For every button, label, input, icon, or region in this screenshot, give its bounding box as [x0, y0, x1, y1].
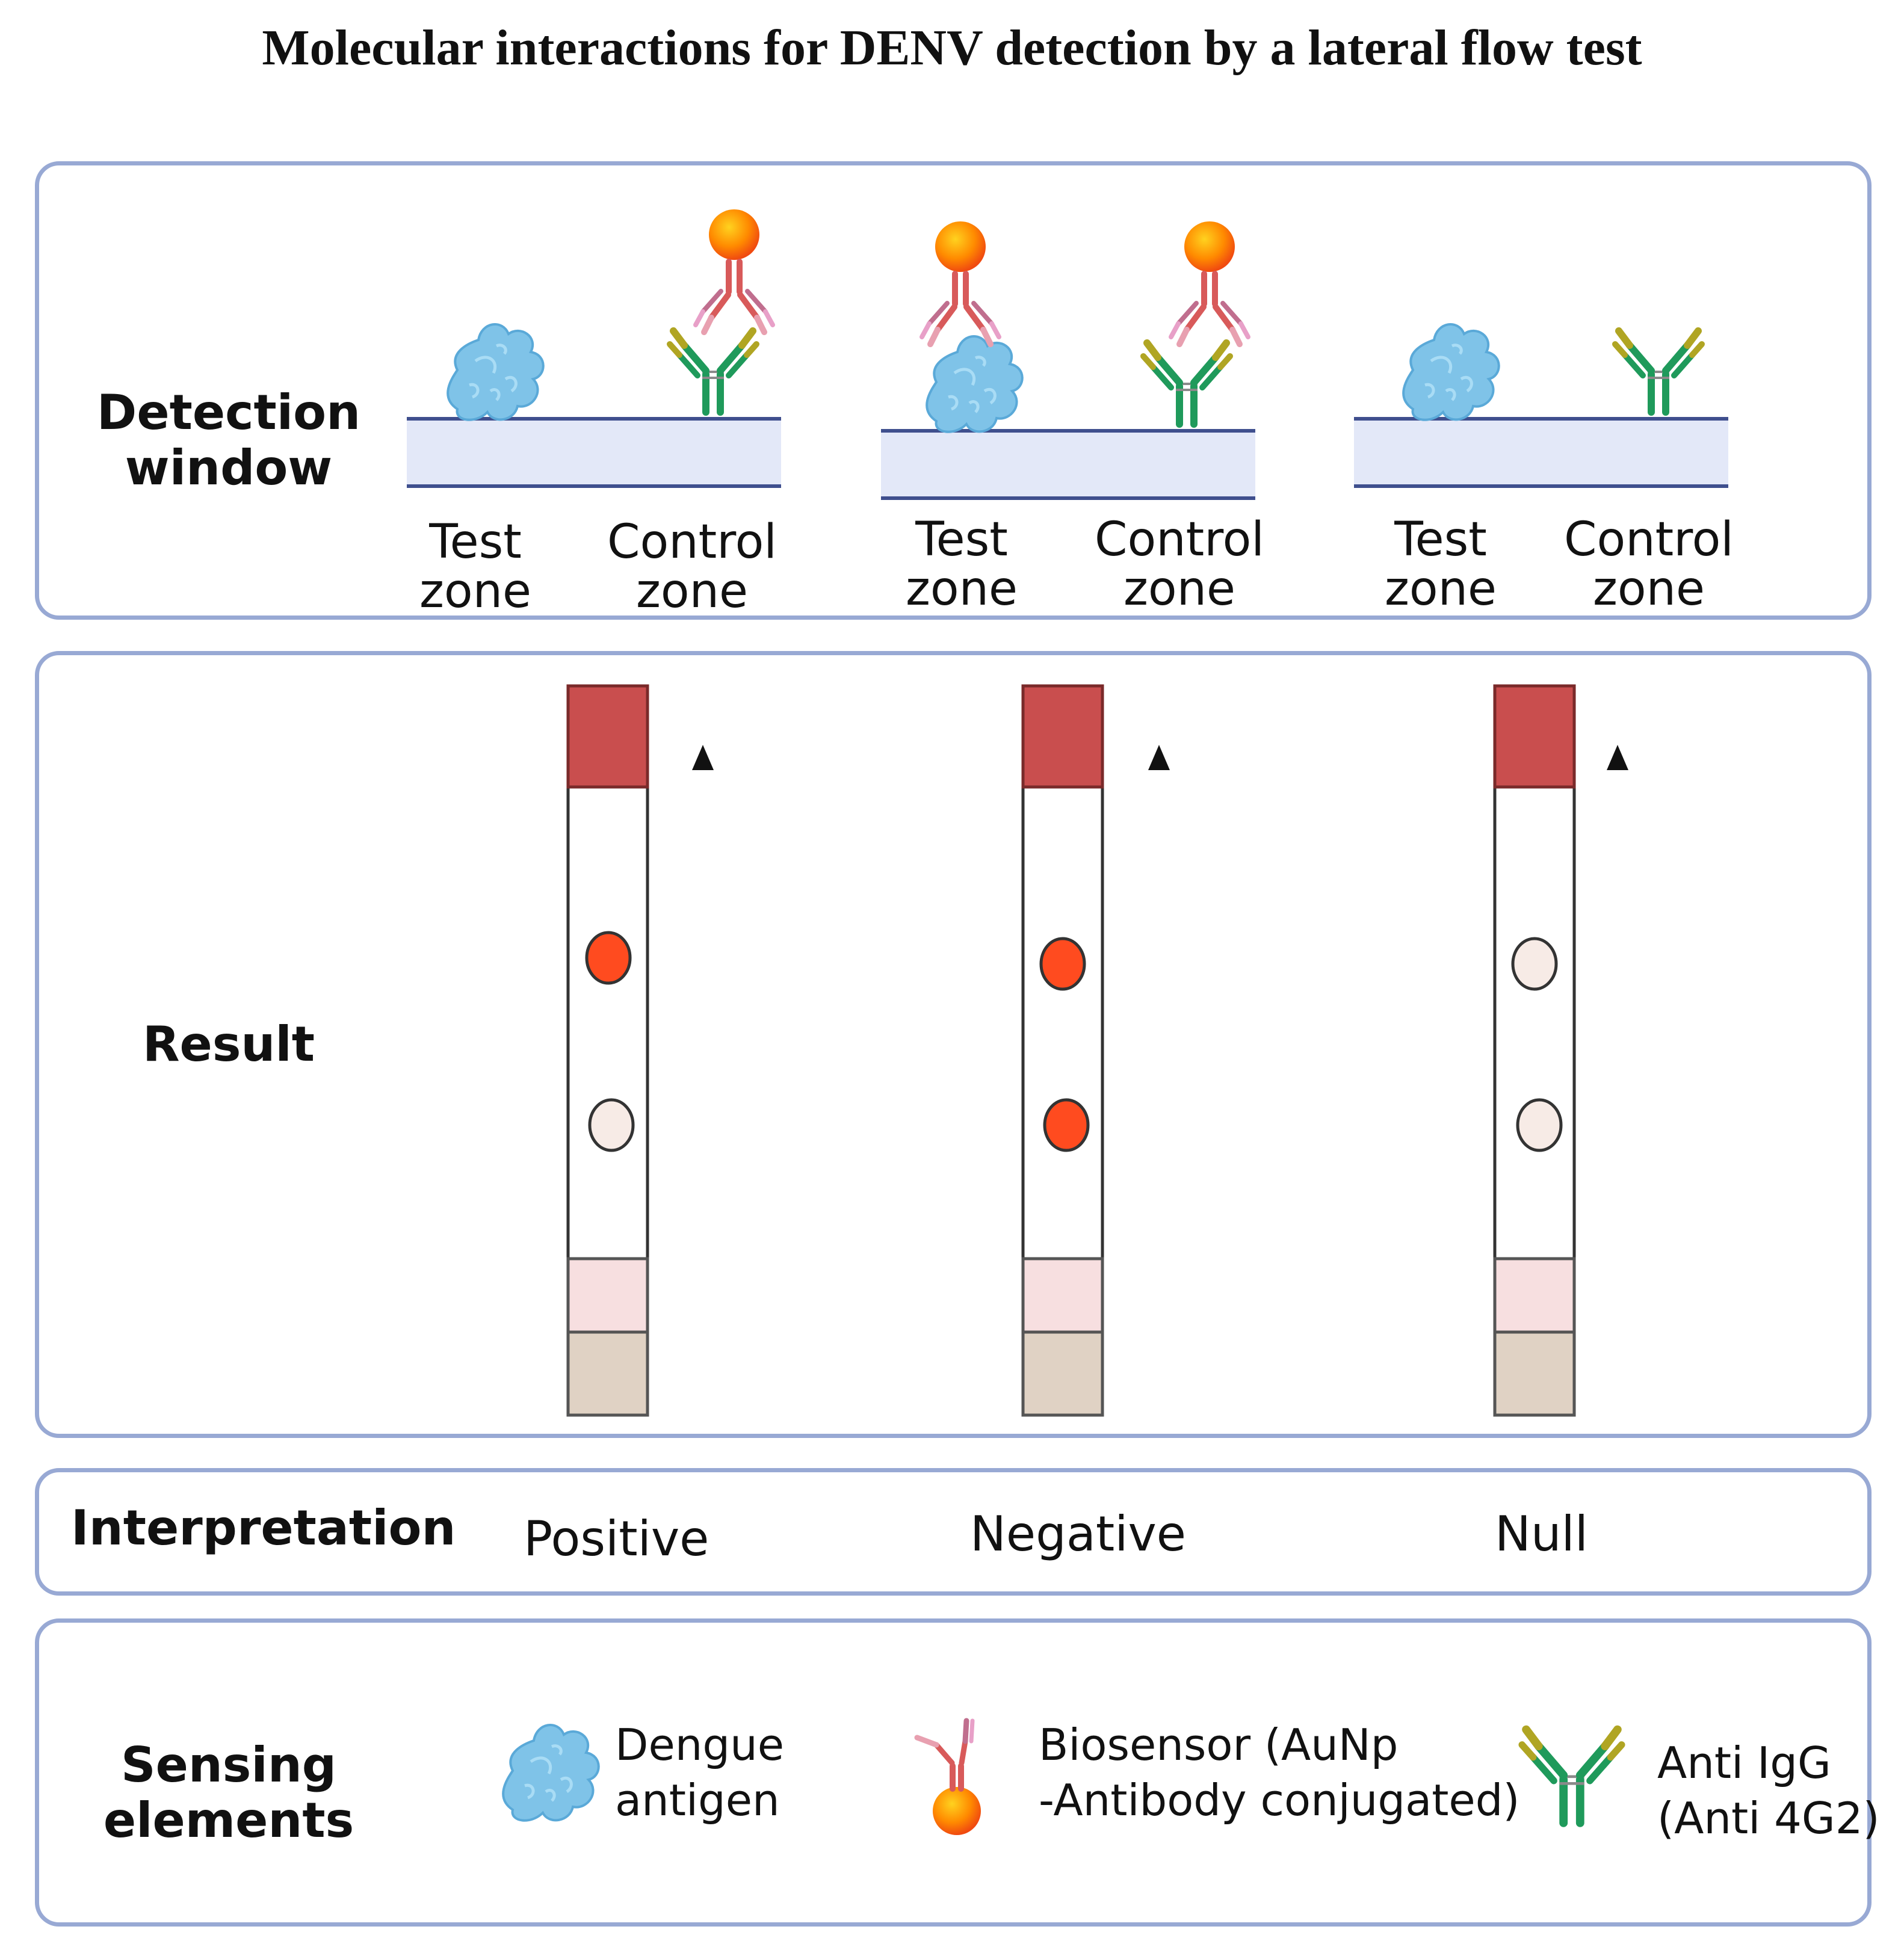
legend-biosensor-text: Biosensor (AuNp -Antibody conjugated) [1039, 1720, 1520, 1825]
panel-2-test-zone-label: Test zone [905, 513, 1018, 616]
interpretation-panel [35, 1468, 1872, 1596]
interpretation-negative: Negative [970, 1506, 1187, 1562]
sensing-elements-label: Sensing elements [103, 1737, 354, 1848]
strip-null-upper-dot [1511, 937, 1558, 991]
membrane-panel-1 [407, 417, 781, 488]
figure-title: Molecular interactions for DENV detectio… [262, 20, 1642, 76]
p3-test-antigen-icon [1403, 324, 1499, 420]
p1-test-antigen-icon [448, 324, 543, 420]
p2-test-antigen-icon [927, 336, 1022, 432]
strip-null [1493, 684, 1628, 1417]
legend-anti-igg-text: Anti IgG (Anti 4G2) [1657, 1738, 1880, 1843]
membrane-panel-2 [881, 429, 1255, 500]
result-label: Result [142, 1016, 315, 1072]
strip-negative-upper-dot [1039, 937, 1086, 991]
panel-2-control-zone-label: Control zone [1095, 513, 1264, 616]
p2-control-igg-icon [1143, 343, 1230, 428]
panel-3-control-zone-label: Control zone [1564, 513, 1734, 616]
p3-control-igg-icon [1615, 331, 1702, 416]
dengue-antigen-icon [503, 1725, 599, 1821]
p2-control-biosensor-icon [1171, 221, 1248, 344]
interpretation-positive: Positive [524, 1511, 709, 1567]
strip-null-lower-dot [1516, 1098, 1563, 1152]
biosensor-icon [917, 1721, 981, 1835]
interpretation-label: Interpretation [71, 1500, 456, 1556]
flow-arrow-head-1 [692, 745, 714, 770]
strip-positive-upper-dot [585, 931, 632, 985]
flow-arrow-head-3 [1607, 745, 1628, 770]
strip-positive [566, 684, 714, 1417]
p1-control-biosensor-icon [696, 209, 773, 332]
anti-igg-icon [1522, 1730, 1622, 1827]
panel-1-control-zone-label: Control zone [607, 515, 777, 619]
p1-control-igg-icon [670, 331, 756, 416]
strip-negative-lower-dot [1043, 1098, 1090, 1152]
flow-arrow-head-2 [1148, 745, 1170, 770]
panel-3-test-zone-label: Test zone [1384, 513, 1497, 616]
detection-window-label: Detection window [96, 384, 361, 496]
p2-test-biosensor-icon [922, 221, 999, 344]
membrane-panel-3 [1354, 417, 1728, 488]
panel-1-test-zone-label: Test zone [419, 515, 532, 619]
strip-negative [1021, 684, 1170, 1417]
interpretation-null: Null [1495, 1506, 1588, 1562]
legend-dengue-antigen-text: Dengue antigen [615, 1720, 785, 1825]
strip-positive-lower-dot [588, 1098, 635, 1152]
